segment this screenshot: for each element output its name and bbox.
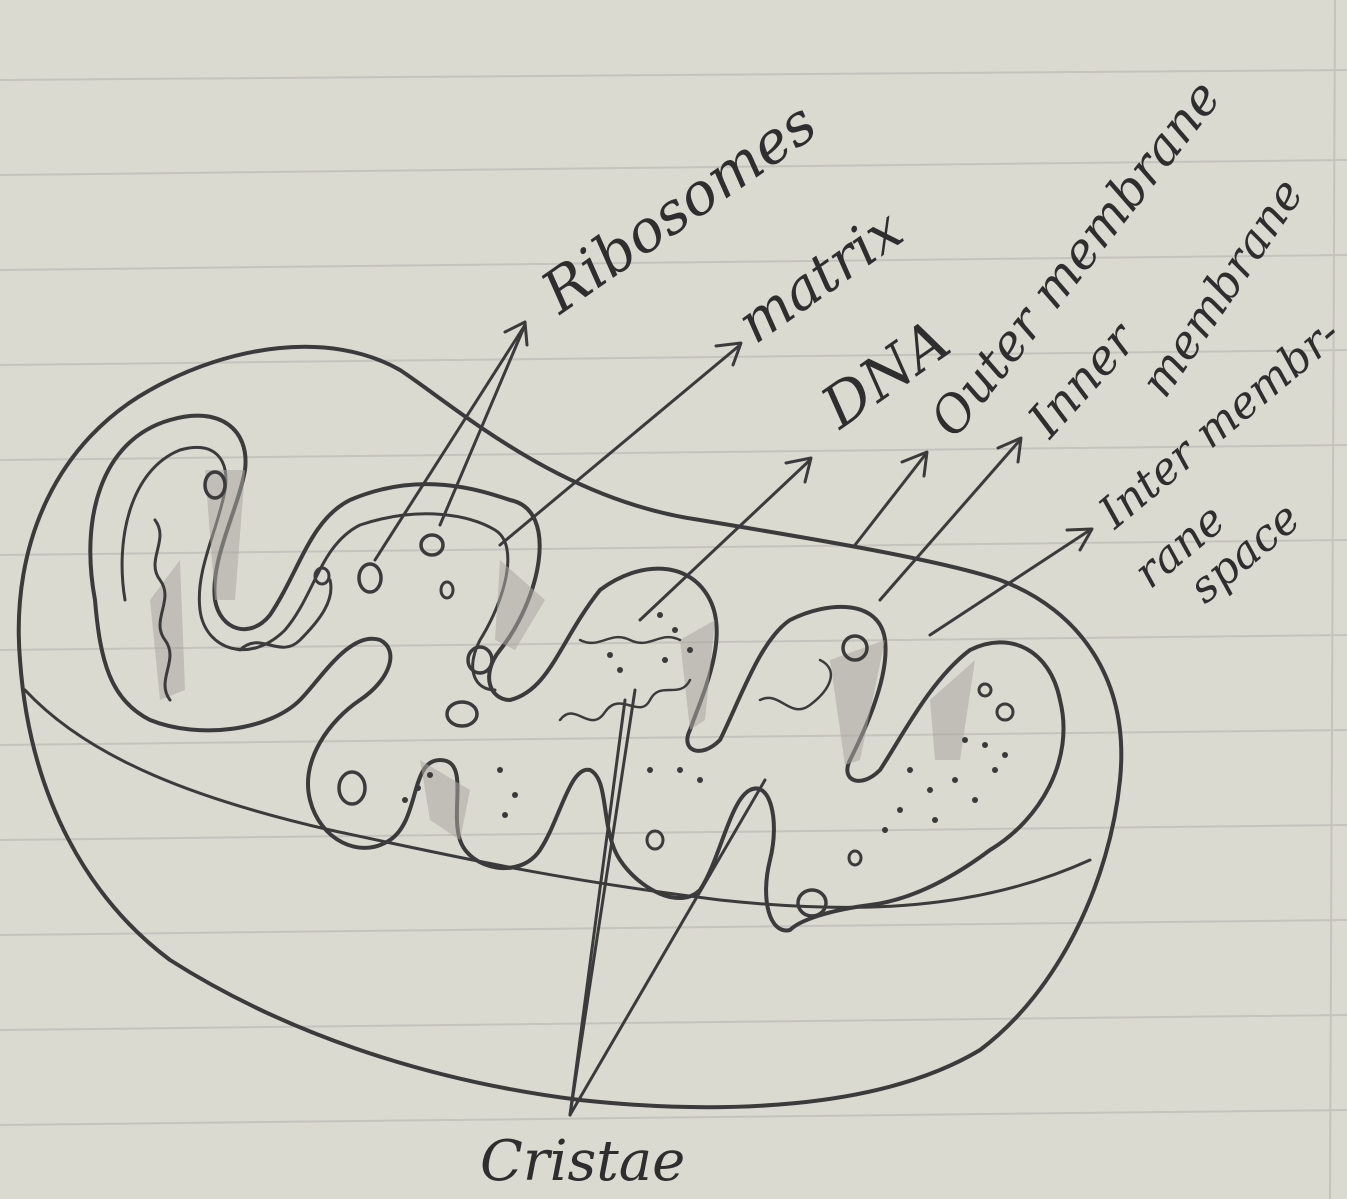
label-cristae: Cristae — [480, 1129, 685, 1194]
